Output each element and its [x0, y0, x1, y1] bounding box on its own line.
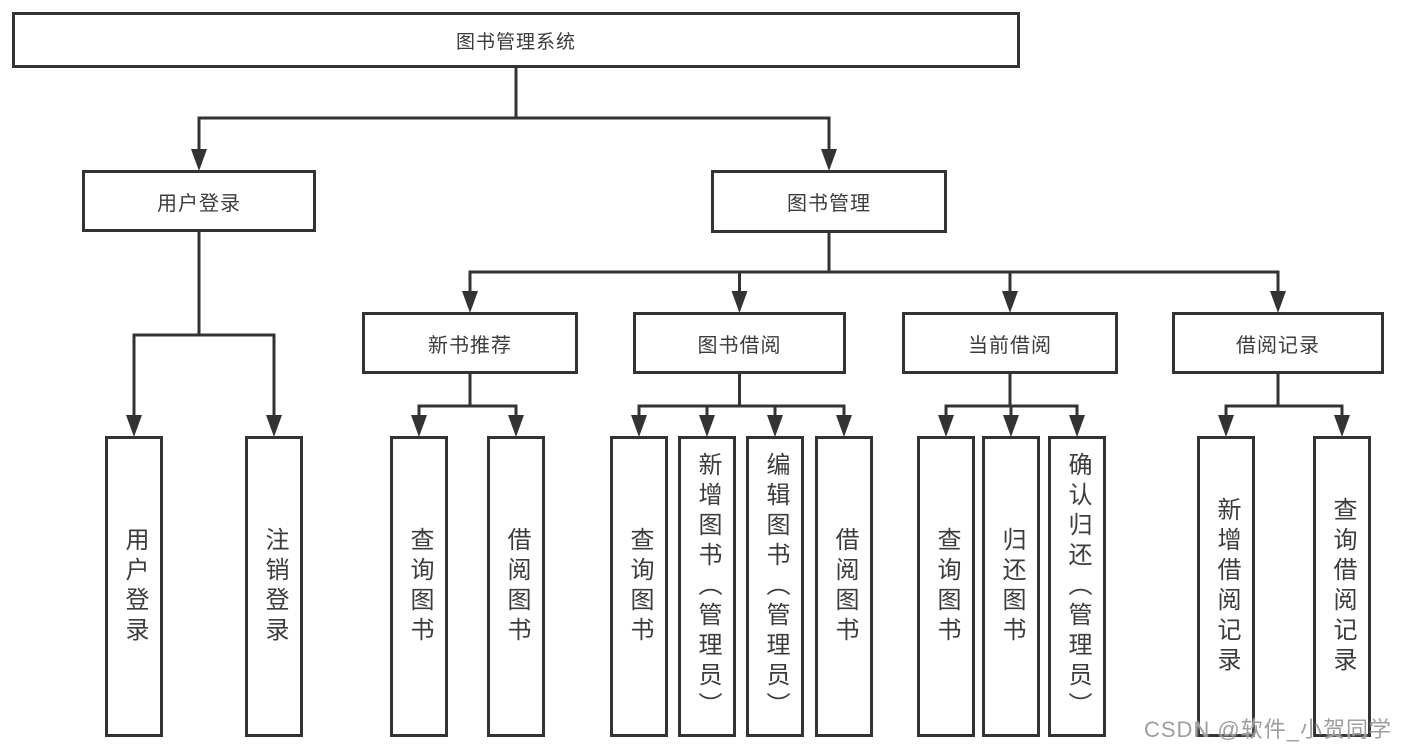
node-label: 查询图书 [933, 526, 960, 647]
node-leaf-query-books-3: 查询图书 [917, 436, 975, 737]
node-label: 图书借阅 [697, 334, 782, 357]
node-leaf-return-books: 归还图书 [982, 436, 1040, 737]
node-book-management: 图书管理 [711, 170, 947, 233]
node-leaf-query-books: 查询图书 [390, 436, 448, 737]
node-label: 新增图书（管理员） [694, 451, 721, 722]
node-label: 用户登录 [157, 192, 241, 215]
node-label: 归还图书 [998, 526, 1025, 647]
node-label: 借阅记录 [1236, 334, 1320, 357]
node-leaf-user-login: 用户登录 [105, 436, 163, 737]
node-leaf-logout: 注销登录 [245, 436, 303, 737]
node-leaf-query-books-2: 查询图书 [610, 436, 668, 737]
node-leaf-add-borrow-record: 新增借阅记录 [1197, 436, 1255, 737]
node-book-borrowing: 图书借阅 [633, 312, 846, 374]
node-label: 图书管理 [787, 193, 871, 215]
node-user-login: 用户登录 [82, 170, 316, 232]
node-label: 新书推荐 [428, 334, 512, 357]
node-label: 新增借阅记录 [1213, 496, 1240, 677]
node-label: 确认归还（管理员） [1064, 451, 1091, 722]
node-label: 图书管理系统 [455, 31, 576, 53]
node-label: 查询借阅记录 [1329, 496, 1356, 677]
node-label: 查询图书 [626, 526, 653, 647]
node-label: 借阅图书 [503, 526, 530, 647]
node-leaf-add-books-admin: 新增图书（管理员） [678, 436, 736, 737]
node-leaf-borrow-books: 借阅图书 [487, 436, 545, 737]
node-label: 编辑图书（管理员） [762, 451, 789, 722]
node-borrowing-records: 借阅记录 [1172, 312, 1384, 374]
node-leaf-query-borrow-record: 查询借阅记录 [1313, 436, 1371, 737]
node-leaf-borrow-books-2: 借阅图书 [815, 436, 873, 737]
node-label: 借阅图书 [831, 526, 858, 647]
node-label: 用户登录 [121, 526, 148, 647]
node-current-borrowing: 当前借阅 [902, 312, 1118, 374]
node-new-book-recommend: 新书推荐 [362, 312, 578, 374]
csdn-watermark: CSDN @软件_小贺同学 [1143, 717, 1392, 742]
node-leaf-edit-books-admin: 编辑图书（管理员） [746, 436, 804, 737]
node-label: 查询图书 [406, 526, 433, 647]
node-root-system: 图书管理系统 [12, 12, 1020, 68]
node-label: 当前借阅 [968, 334, 1052, 357]
node-leaf-confirm-return-admin: 确认归还（管理员） [1048, 436, 1106, 737]
node-label: 注销登录 [261, 526, 288, 647]
